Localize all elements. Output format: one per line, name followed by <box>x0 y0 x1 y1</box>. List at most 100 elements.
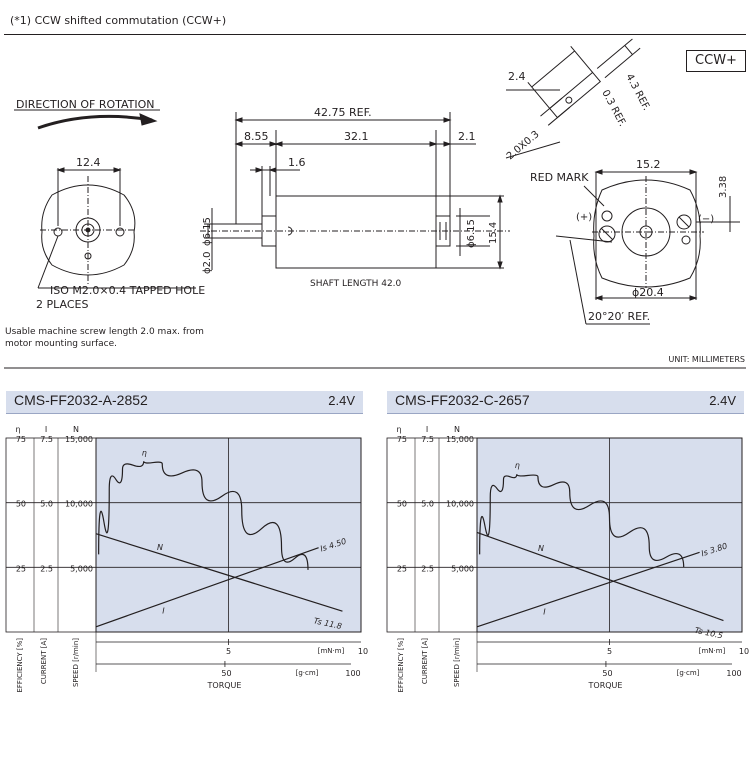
terminal-plus: (+) <box>576 212 592 223</box>
current-curve-label: I <box>162 606 165 615</box>
speed-curve-label: N <box>157 543 163 552</box>
dim-32-1: 32.1 <box>344 130 369 143</box>
torque-tick: 5 <box>607 647 612 656</box>
rear-view-outline <box>593 179 701 288</box>
angle-ref: 20°20′ REF. <box>588 310 650 323</box>
dim-phi-2-0: ϕ2.0 <box>202 252 213 275</box>
direction-label: DIRECTION OF ROTATION <box>16 98 155 111</box>
speed-curve-label: N <box>538 544 544 553</box>
torque-unit: [mN·m] <box>699 647 726 655</box>
torque-unit: [mN·m] <box>318 647 345 655</box>
dim-42-75: 42.75 REF. <box>314 106 372 119</box>
torque-tick: 5 <box>226 647 231 656</box>
dim-2-1: 2.1 <box>458 130 476 143</box>
front-view-outline <box>41 184 136 276</box>
efficiency-tick: 50 <box>397 500 407 509</box>
dim-15-2: 15.2 <box>636 158 661 171</box>
torque-axis-title: TORQUE <box>588 681 623 690</box>
torque-axis-title: TORQUE <box>207 681 242 690</box>
gcm-unit: [g·cm] <box>296 669 319 677</box>
dim-12-4: 12.4 <box>76 156 101 169</box>
speed-tick: 15,000 <box>446 435 474 444</box>
current-tick: 2.5 <box>40 564 53 573</box>
torque-tick: 10 <box>739 647 749 656</box>
dim-3-38: 3.38 <box>718 176 729 198</box>
efficiency-tick: 25 <box>397 564 407 573</box>
efficiency-curve-label: η <box>515 461 520 470</box>
efficiency-tick: 50 <box>16 500 26 509</box>
two-places-label: 2 PLACES <box>36 298 88 311</box>
speed-tick: 10,000 <box>446 500 474 509</box>
speed-tick: 10,000 <box>65 500 93 509</box>
y-axis-title: EFFICIENCY [%] <box>397 638 405 693</box>
chart-a-title-bar: CMS-FF2032-A-2852 2.4V <box>6 391 363 414</box>
speed-tick: 5,000 <box>70 564 93 573</box>
gcm-tick: 50 <box>221 669 231 678</box>
rotation-arrow <box>37 114 153 130</box>
current-tick: 7.5 <box>40 435 53 444</box>
chart-c-voltage: 2.4V <box>709 393 736 408</box>
efficiency-tick: 75 <box>397 435 407 444</box>
chart-c-model: CMS-FF2032-C-2657 <box>395 392 530 408</box>
screw-note-line1: Usable machine screw length 2.0 max. fro… <box>5 327 204 337</box>
efficiency-tick: 25 <box>16 564 26 573</box>
speed-tick: 5,000 <box>451 564 474 573</box>
unit-label: UNIT: MILLIMETERS <box>668 355 745 364</box>
dim-8-55: 8.55 <box>244 130 269 143</box>
gcm-tick: 100 <box>345 669 360 678</box>
scale-columns <box>386 437 478 633</box>
dim-1-6: 1.6 <box>288 156 306 169</box>
gcm-tick: 100 <box>726 669 741 678</box>
scale-columns <box>5 437 97 633</box>
dim-phi-20-4: ϕ20.4 <box>632 286 664 299</box>
red-mark-label: RED MARK <box>530 171 589 184</box>
y-axis-title: EFFICIENCY [%] <box>16 638 24 693</box>
dim-phi-6-15-right: ϕ6.15 <box>466 219 477 248</box>
motor-dimension-drawing: DIRECTION OF ROTATION 12.4 ISO M2.0×0.4 … <box>4 38 746 369</box>
dim-phi-6-15-left: ϕ6.15 <box>202 217 213 246</box>
chart-c-title-bar: CMS-FF2032-C-2657 2.4V <box>387 391 744 414</box>
current-head: I <box>426 425 428 434</box>
torque-tick: 10 <box>358 647 368 656</box>
current-tick: 7.5 <box>421 435 434 444</box>
motor-body <box>275 195 437 269</box>
gcm-tick: 50 <box>602 669 612 678</box>
eta-head: η <box>396 425 401 434</box>
y-axis-title: SPEED [r/min] <box>72 638 80 687</box>
speed-curve <box>95 533 343 612</box>
current-tick: 5.0 <box>40 500 53 509</box>
speed-head: N <box>454 425 460 434</box>
current-curve <box>95 547 319 628</box>
current-head: I <box>45 425 47 434</box>
dim-2-4: 2.4 <box>508 70 526 83</box>
efficiency-curve <box>479 474 685 568</box>
terminal-minus: (−) <box>698 214 714 225</box>
speed-curve <box>476 531 724 622</box>
tapped-hole-label: ISO M2.0×0.4 TAPPED HOLE <box>50 284 205 297</box>
dim-4-3-ref: 4.3 REF. <box>623 72 651 112</box>
dim-15-4: 15.4 <box>488 222 499 244</box>
current-curve <box>476 551 700 628</box>
y-axis-title: CURRENT [A] <box>40 638 48 684</box>
gcm-unit: [g·cm] <box>677 669 700 677</box>
y-axis-title: SPEED [r/min] <box>453 638 461 687</box>
chart-a-voltage: 2.4V <box>328 393 355 408</box>
current-tick: 2.5 <box>421 564 434 573</box>
screw-note-line2: motor mounting surface. <box>5 339 117 349</box>
y-axis-title: CURRENT [A] <box>421 638 429 684</box>
header-note: (*1) CCW shifted commutation (CCW+) <box>10 14 227 27</box>
speed-tick: 15,000 <box>65 435 93 444</box>
shaft-length-label: SHAFT LENGTH 42.0 <box>310 279 402 289</box>
eta-head: η <box>15 425 20 434</box>
efficiency-tick: 75 <box>16 435 26 444</box>
ccw-badge: CCW+ <box>686 50 746 72</box>
shaft-boss <box>261 215 277 247</box>
efficiency-curve <box>98 461 309 570</box>
speed-head: N <box>73 425 79 434</box>
header-divider <box>4 34 746 35</box>
dim-0-3-ref: 0.3 REF. <box>599 88 627 128</box>
efficiency-curve-label: η <box>142 448 147 457</box>
current-tick: 5.0 <box>421 500 434 509</box>
